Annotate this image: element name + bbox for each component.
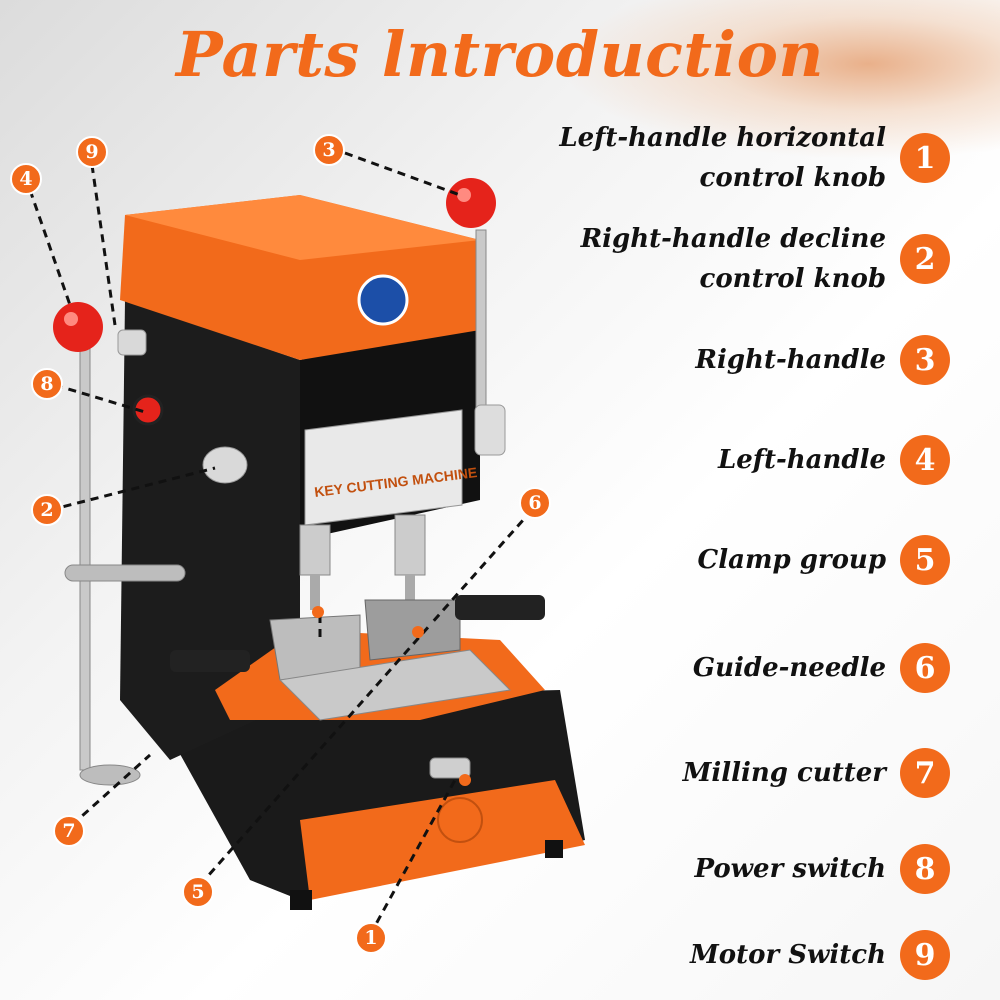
callout-2: 2 — [31, 494, 63, 526]
legend-row-2: Right-handle decline control knob 2 — [581, 219, 950, 299]
legend-text-3: Right-handle — [695, 345, 886, 375]
callout-6: 6 — [519, 487, 551, 519]
legend-text-9: Motor Switch — [689, 940, 886, 970]
number-badge-3: 3 — [900, 335, 950, 385]
callout-3: 3 — [313, 134, 345, 166]
legend-text-5: Clamp group — [697, 545, 886, 575]
callout-9: 9 — [76, 136, 108, 168]
callout-5: 5 — [182, 876, 214, 908]
page-title: Parts lntroduction — [175, 18, 824, 91]
callout-4: 4 — [10, 163, 42, 195]
number-badge-1: 1 — [900, 133, 950, 183]
legend-row-4: Left-handle 4 — [718, 435, 950, 485]
callout-7: 7 — [53, 815, 85, 847]
legend-row-3: Right-handle 3 — [695, 335, 950, 385]
legend-row-7: Milling cutter 7 — [683, 748, 950, 798]
legend-row-9: Motor Switch 9 — [690, 930, 950, 980]
number-badge-6: 6 — [900, 643, 950, 693]
parts-legend: Left-handle horizontal control knob 1 Ri… — [520, 0, 990, 1000]
legend-text-1: Left-handle horizontal control knob — [559, 123, 886, 193]
legend-row-5: Clamp group 5 — [698, 535, 950, 585]
legend-text-8: Power switch — [694, 854, 886, 884]
number-badge-9: 9 — [900, 930, 950, 980]
legend-text-4: Left-handle — [717, 445, 886, 475]
number-badge-8: 8 — [900, 844, 950, 894]
callout-1: 1 — [355, 922, 387, 954]
callout-8: 8 — [31, 368, 63, 400]
number-badge-4: 4 — [900, 435, 950, 485]
legend-row-8: Power switch 8 — [694, 844, 950, 894]
number-badge-7: 7 — [900, 748, 950, 798]
legend-text-6: Guide-needle — [692, 653, 886, 683]
legend-row-6: Guide-needle 6 — [693, 643, 950, 693]
legend-text-7: Milling cutter — [682, 758, 886, 788]
number-badge-2: 2 — [900, 234, 950, 284]
legend-text-2: Right-handle decline control knob — [580, 224, 886, 294]
legend-row-1: Left-handle horizontal control knob 1 — [559, 118, 950, 198]
number-badge-5: 5 — [900, 535, 950, 585]
